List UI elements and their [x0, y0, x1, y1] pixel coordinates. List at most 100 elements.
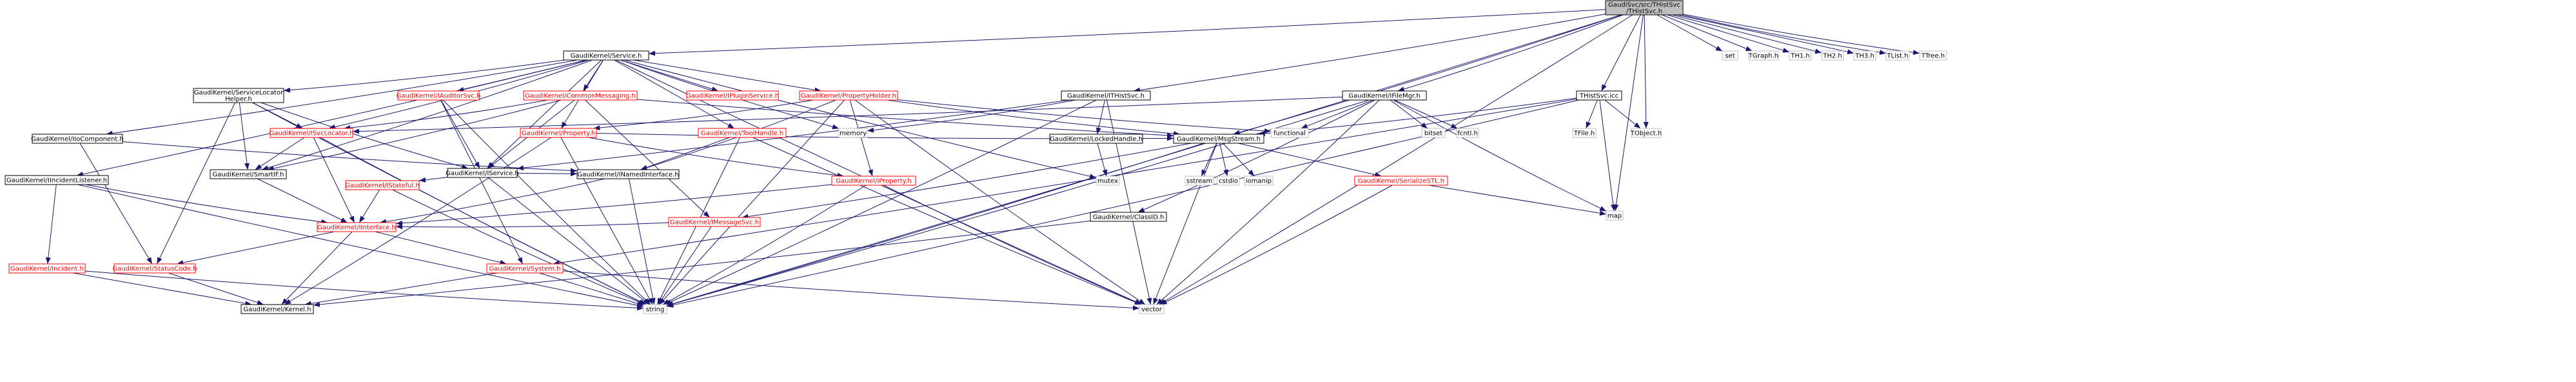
node-bitset: bitset: [1421, 128, 1446, 138]
node-label-thistsvcicc: THistSvc.icc: [1579, 93, 1618, 100]
node-label-iincidentlistener: GaudiKernel/IIncidentListener.h: [6, 177, 107, 185]
node-label-isvclocator: GaudiKernel/ISvcLocator.h: [270, 130, 354, 137]
node-istateful[interactable]: GaudiKernel/IStateful.h: [345, 180, 420, 190]
node-box-iproperty: [831, 176, 916, 186]
node-box-lockedhandle: [1049, 134, 1143, 144]
node-box-vector: [1139, 304, 1165, 314]
edge-iinterface-to-statuscode: [177, 231, 335, 265]
edge-iocomponent-to-statuscode: [79, 143, 153, 265]
node-propertyholder[interactable]: GaudiKernel/PropertyHolder.h: [799, 90, 898, 101]
node-box-istateful: [345, 180, 420, 190]
node-box-bitset: [1421, 128, 1446, 138]
node-thistsvcicc[interactable]: THistSvc.icc: [1576, 90, 1622, 101]
node-ifilemgr[interactable]: GaudiKernel/IFileMgr.h: [1342, 90, 1427, 101]
dependency-nodes: GaudiSvc/src/THistSvc/THistSvc.hGaudiKer…: [5, 0, 1947, 314]
node-iincidentlistener[interactable]: GaudiKernel/IIncidentListener.h: [5, 175, 109, 185]
node-label-set: set: [1725, 53, 1735, 60]
node-ipluginservice[interactable]: GaudiKernel/IPluginService.h: [686, 90, 779, 101]
node-label-mutex: mutex: [1097, 178, 1118, 185]
node-label-tlist: TList.h: [1886, 53, 1908, 60]
node-toolhandle[interactable]: GaudiKernel/ToolHandle.h: [698, 128, 787, 138]
node-box-serializestl: [1354, 176, 1448, 186]
node-label-propertyholder: GaudiKernel/PropertyHolder.h: [801, 93, 896, 100]
edge-msgstream-to-cstdio: [1219, 143, 1229, 177]
edge-service-to-iocomponent: [106, 59, 578, 136]
edge-property-to-iproperty: [588, 137, 844, 178]
node-box-th2: [1821, 50, 1844, 61]
node-label-classid: GaudiKernel/ClassID.h: [1093, 214, 1165, 221]
node-iservice[interactable]: GaudiKernel/IService.h: [446, 168, 519, 178]
node-box-inamedinterface: [576, 169, 680, 179]
edge-serializestl-to-vector: [1160, 185, 1393, 305]
node-label-string: string: [646, 307, 665, 314]
edge-ihistsvc-to-vector: [1106, 99, 1152, 305]
edge-iinterface-to-system: [375, 231, 507, 265]
node-inamedinterface[interactable]: GaudiKernel/INamedInterface.h: [576, 169, 680, 179]
node-statuscode[interactable]: GaudiKernel/StatusCode.h: [112, 263, 197, 274]
edge-isvclocator-to-string: [320, 137, 647, 305]
edge-commonmessaging-to-isvclocator: [344, 99, 548, 130]
edge-service-to-toolhandle: [614, 59, 734, 129]
node-serializestl[interactable]: GaudiKernel/SerializeSTL.h: [1354, 176, 1448, 186]
edge-root-to-ihistsvc: [1133, 14, 1606, 93]
node-imessagesvc[interactable]: GaudiKernel/IMessageSvc.h: [668, 217, 761, 227]
node-box-iinterface: [317, 222, 397, 232]
node-box-set: [1722, 50, 1738, 61]
node-root[interactable]: GaudiSvc/src/THistSvc/THistSvc.h: [1605, 0, 1684, 15]
node-ihistsvc[interactable]: GaudiKernel/ITHistSvc.h: [1061, 90, 1151, 101]
node-box-ipluginservice: [686, 90, 779, 101]
node-lockedhandle[interactable]: GaudiKernel/LockedHandle.h: [1049, 134, 1143, 144]
node-iproperty[interactable]: GaudiKernel/IProperty.h: [831, 176, 916, 186]
edge-isvclocator-to-iinterface: [313, 137, 355, 223]
node-box-kernel: [241, 304, 314, 314]
edge-service-to-iservice: [487, 59, 602, 169]
node-label-imessagesvc: GaudiKernel/IMessageSvc.h: [670, 219, 759, 226]
edge-propertyholder-to-vector: [854, 99, 1146, 305]
node-iinterface[interactable]: GaudiKernel/IInterface.h: [317, 222, 397, 232]
node-property[interactable]: GaudiKernel/Property.h: [520, 128, 597, 138]
edge-iservice-to-string: [487, 177, 650, 305]
node-label-fcntl: fcntl.h: [1457, 130, 1478, 137]
edge-root-to-ifilemgr: [1397, 14, 1624, 92]
node-label-svclocatorhelper-1: GaudiKernel/ServiceLocator: [194, 90, 284, 97]
node-iocomponent[interactable]: GaudiKernel/IIoComponent.h: [31, 134, 124, 144]
node-label-system: GaudiKernel/System.h: [489, 266, 561, 273]
edge-root-to-tobject: [1643, 14, 1649, 129]
edge-system-to-kernel: [304, 272, 498, 307]
node-msgstream[interactable]: GaudiKernel/MsgStream.h: [1173, 134, 1264, 144]
node-mutex: mutex: [1096, 176, 1120, 186]
node-box-sstream: [1185, 176, 1214, 186]
node-label-kernel: GaudiKernel/Kernel.h: [243, 307, 311, 314]
edge-statuscode-to-kernel: [168, 272, 264, 305]
node-classid[interactable]: GaudiKernel/ClassID.h: [1090, 212, 1167, 222]
node-label-functional: functional: [1273, 130, 1306, 137]
edge-iauditorsvc-to-iservice: [440, 99, 480, 169]
edge-thistsvcicc-to-system: [553, 99, 1577, 266]
node-commonmessaging[interactable]: GaudiKernel/CommonMessaging.h: [523, 90, 638, 101]
edge-ifilemgr-to-functional: [1301, 99, 1373, 129]
node-system[interactable]: GaudiKernel/System.h: [486, 263, 564, 274]
edge-root-to-service: [648, 9, 1606, 56]
node-label-iocomponent: GaudiKernel/IIoComponent.h: [31, 136, 124, 143]
edge-msgstream-to-iomanip: [1223, 143, 1255, 177]
edge-service-to-propertyholder: [633, 59, 821, 93]
node-box-statuscode: [113, 263, 196, 274]
node-box-msgstream: [1173, 134, 1264, 144]
edge-ifilemgr-to-vector: [1156, 99, 1380, 305]
edge-service-to-ipluginservice: [620, 59, 719, 92]
node-label-iauditorsvc: GaudiKernel/IAuditorSvc.h: [397, 93, 481, 100]
node-service[interactable]: GaudiKernel/Service.h: [563, 50, 649, 61]
node-incident[interactable]: GaudiKernel/Incident.h: [8, 263, 86, 274]
node-set: set: [1722, 50, 1738, 61]
node-label-ihistsvc: GaudiKernel/ITHistSvc.h: [1067, 93, 1145, 100]
node-iauditorsvc[interactable]: GaudiKernel/IAuditorSvc.h: [397, 90, 481, 101]
node-kernel[interactable]: GaudiKernel/Kernel.h: [241, 304, 314, 314]
edge-msgstream-to-serializestl: [1238, 143, 1382, 177]
node-isvclocator[interactable]: GaudiKernel/ISvcLocator.h: [270, 128, 354, 138]
node-th2: TH2.h: [1821, 50, 1844, 61]
edge-ihistsvc-to-iservice: [516, 99, 1070, 171]
edge-iauditorsvc-to-system: [440, 99, 523, 265]
node-smartif[interactable]: GaudiKernel/SmartIF.h: [210, 169, 287, 179]
node-label-istateful: GaudiKernel/IStateful.h: [345, 183, 420, 190]
